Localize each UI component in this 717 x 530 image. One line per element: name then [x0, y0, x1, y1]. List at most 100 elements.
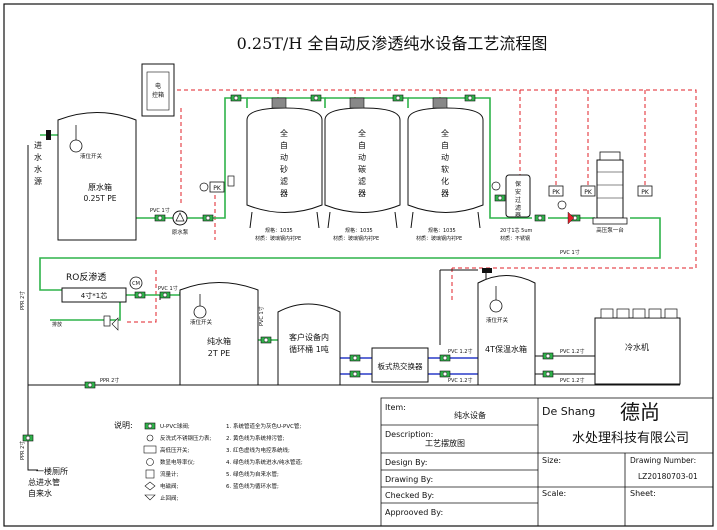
- customer-tank: 客户设备内 循环桶 1吨: [277, 303, 341, 386]
- legend-note-1: 2. 黄色线为系统排污管;: [226, 434, 284, 442]
- security-filter-spec: 20寸1芯 5um: [500, 227, 532, 234]
- diagram-title: 0.25T/H 全自动反渗透纯水设备工艺流程图: [237, 34, 548, 53]
- pk-label-3: PK: [641, 189, 650, 196]
- pk-label-raw: PK: [213, 185, 222, 192]
- legend-item-6: 止回阀;: [160, 494, 179, 502]
- legend-item-5: 电磁阀;: [160, 482, 179, 490]
- chiller-label: 冷水机: [625, 342, 649, 352]
- legend-item-2: 高低压开关;: [160, 446, 190, 454]
- legend-note-5: 6. 蓝色线为循环水管;: [226, 482, 279, 490]
- cm-label: CM: [132, 281, 140, 287]
- pk-switch-2: PK: [580, 185, 596, 197]
- softener-name: 全自动软化器: [441, 128, 449, 198]
- company-cn-big: 德尚: [620, 400, 660, 424]
- raw-tank-switch-label: 液位开关: [80, 152, 103, 160]
- heat-exchanger-label: 板式热交换器: [378, 361, 423, 371]
- legend: 说明: U-PVC球阀; 反洗式不锈钢压力表; 高低压开关; 数显电导率仪; 流…: [114, 420, 303, 502]
- description-value: 工艺摆放图: [425, 438, 465, 448]
- description-label: Description:: [385, 430, 433, 439]
- carbon-filter: 全自动碳滤器 规格：1035 材质：玻璃钢内衬PE: [324, 97, 401, 242]
- sand-filter: 全自动砂滤器 规格：1035 材质：玻璃钢内衬PE: [246, 97, 323, 242]
- conductivity-meter: CM: [129, 276, 143, 290]
- pressure-gauge-raw: [199, 182, 209, 192]
- sand-filter-spec: 规格：1035: [265, 227, 293, 234]
- control-lines: [126, 89, 697, 323]
- pvc-ch-label-1: PVC 1.2寸: [560, 348, 584, 355]
- pressure-gauge-filter: [491, 181, 501, 191]
- drawing-number: LZ20180703-01: [638, 472, 698, 481]
- pressure-gauge-hp: [557, 200, 567, 210]
- item-label: Item:: [385, 403, 406, 412]
- inlet-label: 进水水源: [34, 141, 42, 186]
- bottom-source-2: 总进水管: [28, 477, 60, 487]
- item-value: 纯水设备: [454, 410, 486, 420]
- pk-switch-1: PK: [548, 185, 564, 197]
- pump-label: 原水泵: [172, 228, 189, 236]
- pk-label-2: PK: [584, 189, 593, 196]
- drain-label: 排放: [52, 321, 62, 328]
- carbon-filter-material: 材质：玻璃钢内衬PE: [333, 235, 379, 242]
- insulation-tank-name: 4T保温水箱: [485, 344, 527, 354]
- customer-tank-name: 客户设备内: [289, 332, 329, 342]
- insulation-tank: 液位开关 4T保温水箱: [477, 268, 536, 386]
- drawing-number-label: Drawing Number:: [630, 456, 696, 465]
- bottom-source-1: 一楼厕所: [36, 466, 68, 476]
- ro-name: RO反渗透: [66, 271, 106, 283]
- security-filter: 保安过滤器 20寸1芯 5um 材质：不锈钢: [500, 174, 532, 242]
- company-cn-sub: 水处理科技有限公司: [572, 431, 689, 446]
- softener-material: 材质：玻璃钢内衬PE: [416, 235, 462, 242]
- ro-spec: 4寸*1芯: [81, 291, 107, 300]
- pure-water-tank: 液位开关 纯水箱 2T PE: [179, 282, 259, 386]
- sheet-label: Sheet:: [630, 489, 656, 498]
- legend-note-2: 3. 红色虚线为电控系统线;: [226, 446, 290, 454]
- customer-tank-name2: 循环桶 1吨: [289, 344, 329, 354]
- drawing-by: Drawing By:: [385, 475, 433, 484]
- legend-item-1: 反洗式不锈钢压力表;: [160, 434, 212, 442]
- checked-by: Checked By:: [385, 491, 434, 500]
- heat-exchanger: 板式热交换器: [371, 347, 429, 383]
- inlet-source: 进水水源: [34, 130, 51, 186]
- ppr-bottom-label: PPR 2寸: [100, 377, 119, 384]
- pk-switch-raw: PK: [209, 181, 225, 193]
- flow-meter-raw: [227, 175, 235, 187]
- softener-spec: 规格：1035: [428, 227, 456, 234]
- raw-water-pump: 原水泵: [172, 210, 189, 236]
- sand-filter-material: 材质：玻璃钢内衬PE: [255, 235, 301, 242]
- pk-label-1: PK: [552, 189, 561, 196]
- legend-note-3: 4. 绿色线为系统进水/纯水管道;: [226, 458, 303, 466]
- chiller: 冷水机: [594, 308, 681, 385]
- pure-tank-switch: 液位开关: [190, 318, 213, 326]
- raw-tank-spec: 0.25T PE: [84, 194, 117, 203]
- ro-membrane: RO反渗透 4寸*1芯: [61, 271, 127, 303]
- scale-label: Scale:: [542, 489, 566, 498]
- design-by: Design By:: [385, 458, 428, 467]
- outer-border: [3, 3, 714, 527]
- pure-tank-name: 纯水箱: [207, 336, 231, 346]
- pure-tank-spec: 2T PE: [208, 349, 230, 358]
- pvc-ro-label: PVC 1寸: [158, 285, 178, 292]
- bottom-source-3: 自来水: [28, 488, 52, 498]
- carbon-filter-name: 全自动碳滤器: [358, 128, 366, 198]
- control-box: 电控箱: [141, 63, 175, 117]
- pvc-ex-label-1: PVC 1.2寸: [448, 348, 472, 355]
- pvc-pure-label: PVC 1寸: [258, 306, 265, 326]
- security-filter-name: 保安过滤器: [515, 180, 521, 219]
- legend-item-0: U-PVC球阀;: [160, 422, 190, 430]
- softener: 全自动软化器 规格：1035 材质：玻璃钢内衬PE: [407, 97, 484, 242]
- insulation-tank-switch: 液位开关: [486, 316, 509, 324]
- flow-meter-ro: [103, 315, 111, 327]
- pvc-ex-label-2: PVC 1.2寸: [448, 377, 472, 384]
- raw-water-tank: 液位开关 原水箱 0.25T PE: [57, 112, 137, 241]
- legend-item-3: 数显电导率仪;: [160, 458, 195, 466]
- security-filter-material: 材质：不锈钢: [500, 235, 530, 242]
- ppr-side-label-2: PPR 2寸: [19, 441, 26, 460]
- pvc-main-label: PVC 1寸: [560, 249, 580, 256]
- pvc-ch-label-2: PVC 1.2寸: [560, 377, 584, 384]
- company-en: De Shang: [542, 405, 595, 418]
- legend-note-4: 5. 绿色线为自来水管;: [226, 470, 279, 478]
- legend-title: 说明:: [114, 420, 133, 430]
- ppr-side-label-1: PPR 2寸: [19, 291, 26, 310]
- title-block: [380, 397, 714, 527]
